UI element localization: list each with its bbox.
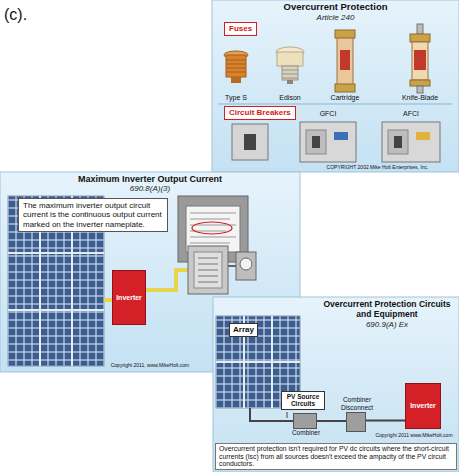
slide-overcurrent — [212, 0, 459, 172]
node-below: Combiner — [293, 413, 317, 429]
panel-letter: (c). — [4, 5, 44, 24]
copyright-note: COPYRIGHT 2002 Mike Holt Enterprises, In… — [300, 164, 455, 170]
array-tag: Array — [233, 325, 254, 335]
node-inverter: Inverter — [112, 270, 146, 325]
node-slide: Maximum Inverter Output Current690.8(A)(… — [0, 172, 300, 372]
node-tag: Circuit Breakers — [224, 106, 296, 120]
code-reference: 690.9(A) Ex — [321, 320, 453, 330]
slide-title: Maximum Inverter Output Current — [40, 174, 260, 184]
copyright-note: Copyright 2011 www.MikeHolt.com — [372, 432, 456, 438]
inverter-label: Inverter — [410, 402, 436, 410]
slide-title: Overcurrent Protection Circuits and Equi… — [321, 300, 453, 320]
circuit-tag: PV Source Circuits — [284, 393, 322, 408]
equipment-label: Combiner — [280, 429, 332, 436]
wire-connector — [317, 420, 346, 422]
node-pvtag: PV Source Circuits — [281, 391, 325, 410]
node-above: Combiner Disconnect — [346, 412, 366, 432]
part-label: AFCI — [386, 110, 436, 118]
node-slide: Overcurrent ProtectionArticle 240FusesCi… — [212, 0, 459, 172]
node-callout: The maximum inverter output circuit curr… — [18, 198, 168, 232]
note-text: Overcurrent protection isn't required fo… — [219, 445, 453, 468]
wire-connector — [366, 420, 405, 422]
part-label: Edison — [265, 94, 315, 102]
node-inverter: Inverter — [405, 383, 441, 429]
equipment-label: Combiner Disconnect — [331, 396, 383, 411]
category-tag: Fuses — [229, 24, 252, 34]
node-boxtag: Array — [229, 323, 258, 337]
code-reference: 690.8(A)(3) — [40, 184, 260, 194]
slide-overcurrent-circuits — [213, 297, 459, 472]
category-tag: Circuit Breakers — [229, 108, 291, 118]
node-slide: Overcurrent Protection Circuits and Equi… — [213, 297, 459, 472]
part-label: Cartridge — [320, 94, 370, 102]
part-label: Knife-Blade — [392, 94, 448, 102]
copyright-note: Copyright 2011, www.MikeHolt.com — [95, 362, 205, 368]
node-note: Overcurrent protection isn't required fo… — [215, 443, 457, 470]
part-label: GFCI — [303, 110, 353, 118]
callout-text: The maximum inverter output circuit curr… — [23, 201, 163, 229]
node-tag: Fuses — [224, 22, 257, 36]
slide-title: Overcurrent Protection — [212, 2, 459, 13]
part-label: Type S — [211, 94, 261, 102]
inverter-label: Inverter — [116, 294, 142, 302]
